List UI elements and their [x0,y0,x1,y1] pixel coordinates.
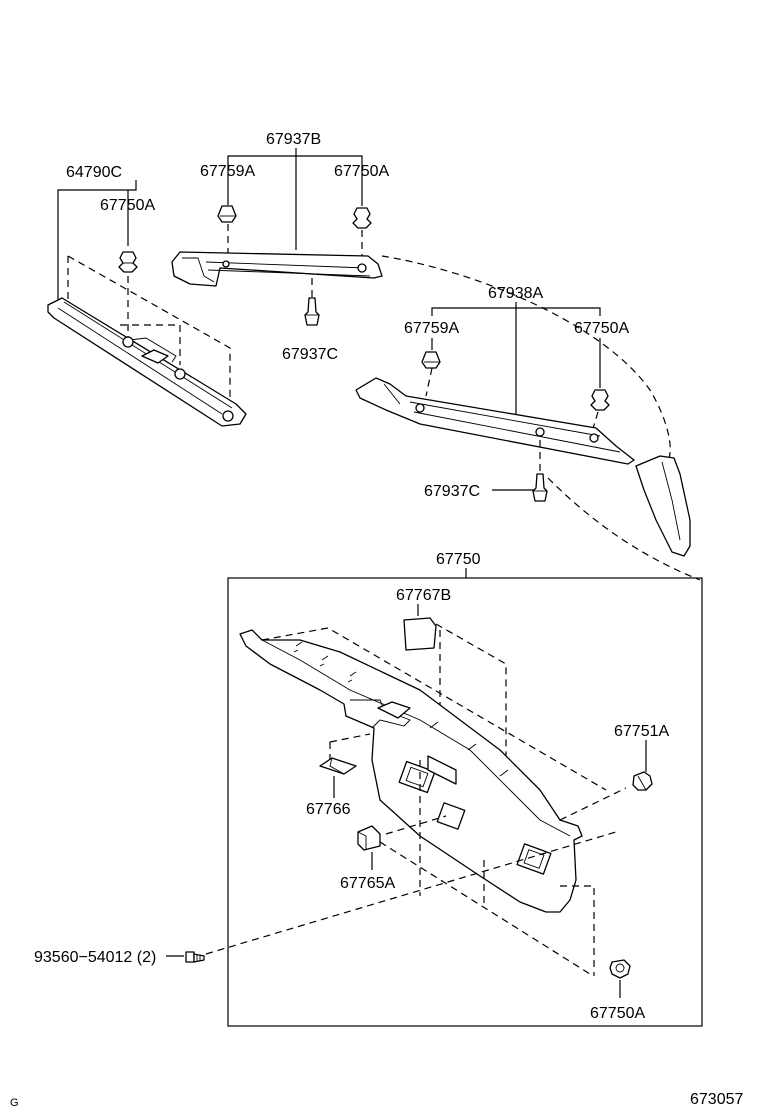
part-67937B-group: 67937B 67759A 67750A 67937C [171,131,671,461]
part-64790C-strip[interactable] [47,297,247,427]
pin-67937C-mid[interactable] [532,473,548,502]
label-67759A-mid[interactable]: 67759A [404,320,459,337]
panel-window-1 [398,760,436,794]
clip-67759A-mid[interactable] [421,351,441,369]
pin-67937C-top[interactable] [304,297,320,326]
label-67750A-bottom[interactable]: 67750A [590,1005,645,1022]
label-67938A[interactable]: 67938A [488,285,543,302]
assembly-box [227,577,703,1027]
leader-64790C [57,180,137,304]
panel-window-3 [516,843,552,875]
clip-67751A[interactable] [632,771,653,791]
clip-67750A-mid[interactable] [590,389,610,411]
part-67937B-trim[interactable] [171,251,383,287]
label-67766[interactable]: 67766 [306,801,351,818]
clip-67750A-bottom[interactable] [609,959,631,979]
cover-67765A[interactable] [357,825,381,851]
label-67765A[interactable]: 67765A [340,875,395,892]
screw-93560-group: 93560−54012 (2) [34,831,617,966]
part-64790C-group: 64790C 67750A [47,164,247,427]
footer-left-code: G [10,1097,19,1109]
label-67937C-mid[interactable]: 67937C [424,483,480,500]
figure-number: 673057 [690,1091,743,1108]
screw-93560-54012[interactable] [185,951,205,963]
label-67937C-top[interactable]: 67937C [282,346,338,363]
clip-67750A-top[interactable] [352,207,372,229]
label-67937B[interactable]: 67937B [266,131,321,148]
clip-67750A-left[interactable] [118,251,138,273]
label-67750[interactable]: 67750 [436,551,481,568]
label-67750A-mid[interactable]: 67750A [574,320,629,337]
clip-67759A-top[interactable] [217,205,237,223]
panel-window-2 [436,802,466,830]
leader-67937B [227,155,363,182]
part-67938A-group: 67938A 67759A 67750A [355,285,701,581]
label-67751A[interactable]: 67751A [614,723,669,740]
part-67938A-trim[interactable] [355,377,635,465]
label-64790C[interactable]: 64790C [66,164,122,181]
cover-67767B[interactable] [403,617,437,651]
part-67750-group: 67750 67767B 67751A [227,551,703,1027]
label-67767B[interactable]: 67767B [396,587,451,604]
label-93560-54012[interactable]: 93560−54012 (2) [34,949,156,966]
part-side-trim[interactable] [635,455,691,557]
clip-67766[interactable] [319,757,357,775]
